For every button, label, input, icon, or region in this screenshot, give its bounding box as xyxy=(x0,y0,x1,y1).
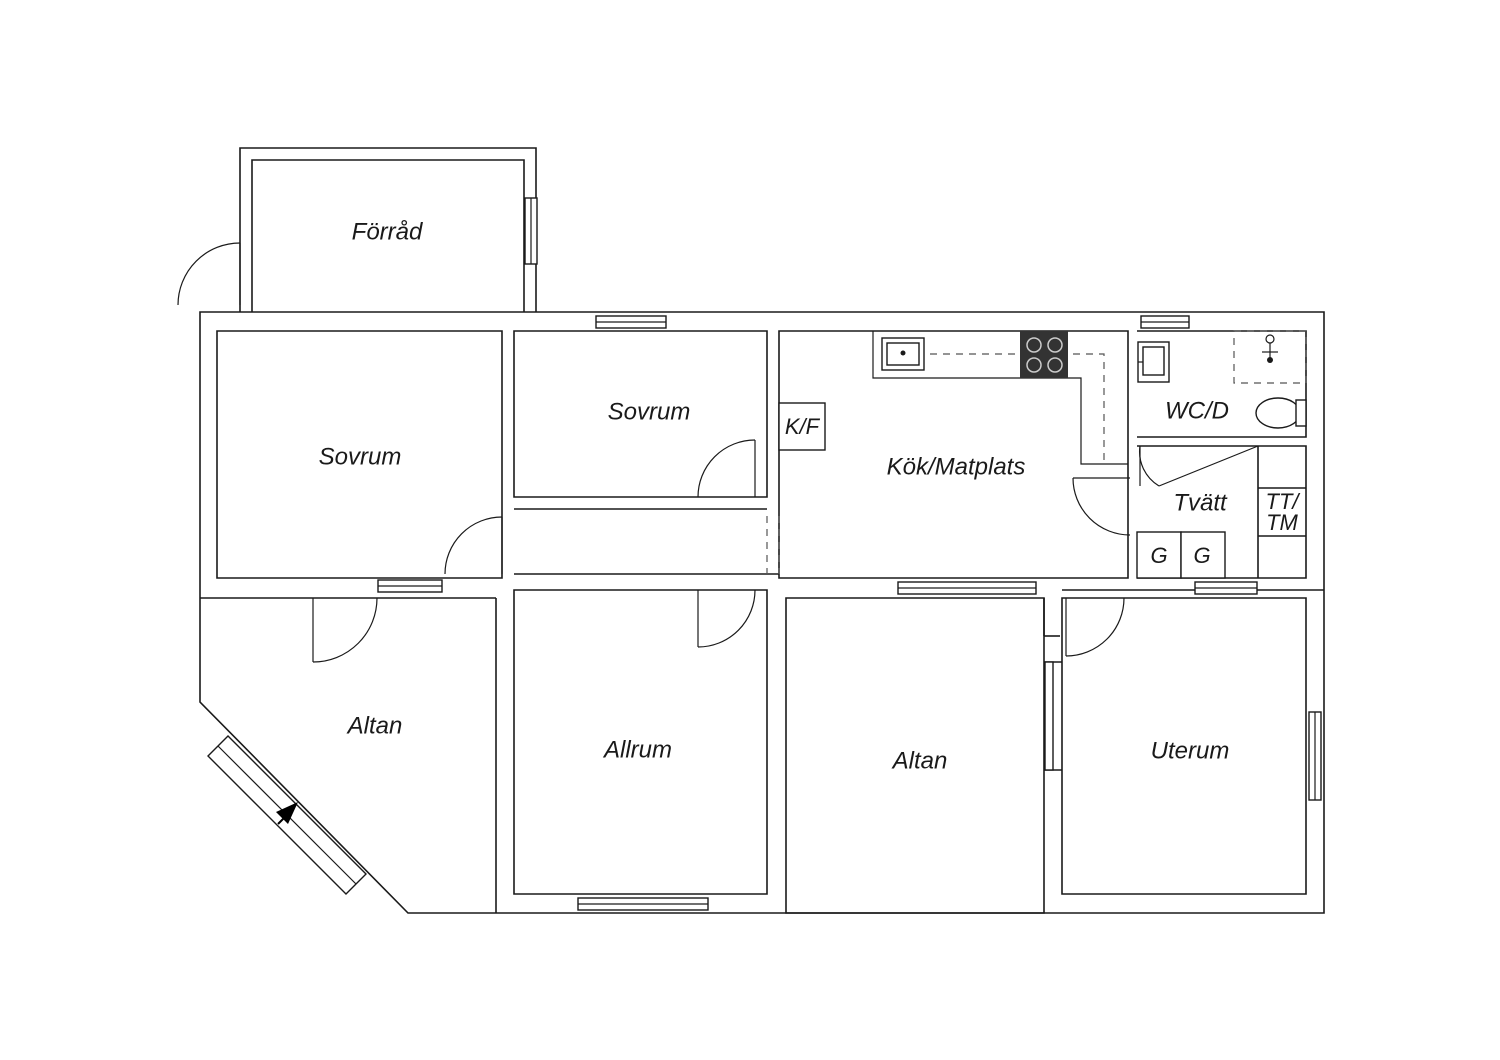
stove-icon xyxy=(1020,331,1068,378)
appliance-boxes xyxy=(1136,531,1226,579)
toilet-icon xyxy=(1255,397,1307,429)
bathroom-fixtures xyxy=(1136,330,1307,579)
label-altan-mid: Altan xyxy=(891,747,948,774)
label-g1: G xyxy=(1150,543,1167,568)
wc-sink-icon xyxy=(1137,341,1170,383)
entrance-arrow-icon xyxy=(276,802,298,825)
label-kok: Kök/Matplats xyxy=(887,453,1026,480)
outer-walls xyxy=(199,147,1325,914)
label-tm: TM xyxy=(1266,510,1298,535)
room-labels: Förråd Sovrum Sovrum Kök/Matplats K/F WC… xyxy=(319,218,1301,774)
label-forrad: Förråd xyxy=(352,218,423,245)
room-outlines xyxy=(200,159,1324,914)
doors xyxy=(177,242,1259,663)
kf-box xyxy=(778,402,826,451)
label-allrum: Allrum xyxy=(602,736,672,763)
label-sovrum-mid: Sovrum xyxy=(608,398,691,425)
label-tt: TT/ xyxy=(1266,489,1301,514)
label-wc: WC/D xyxy=(1165,397,1229,424)
shower-icon xyxy=(1233,330,1307,384)
label-tvatt: Tvätt xyxy=(1173,489,1228,516)
sink-icon xyxy=(881,337,925,371)
label-uterum: Uterum xyxy=(1151,737,1230,764)
label-kf: K/F xyxy=(785,414,821,439)
kitchen-fixtures xyxy=(778,331,1128,465)
label-sovrum-left: Sovrum xyxy=(319,443,402,470)
label-g2: G xyxy=(1193,543,1210,568)
label-altan-left: Altan xyxy=(346,712,403,739)
